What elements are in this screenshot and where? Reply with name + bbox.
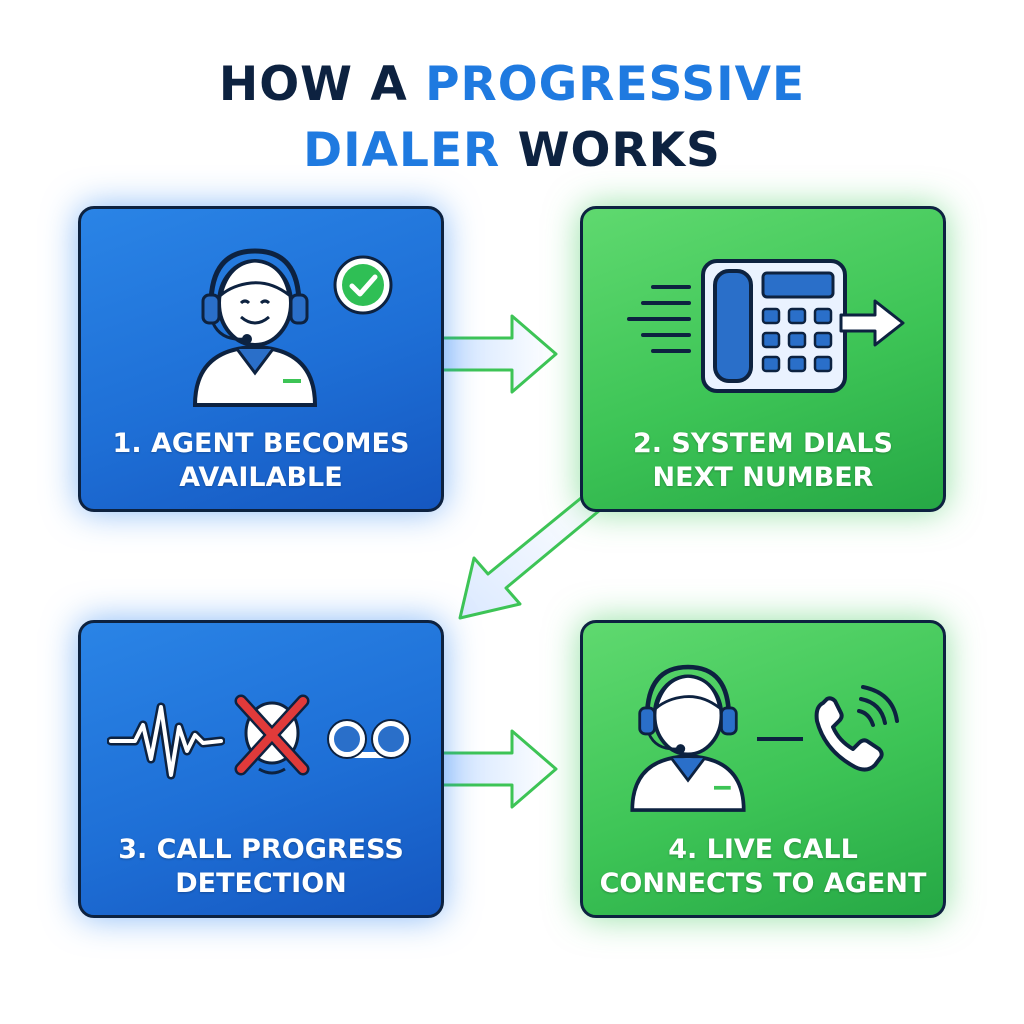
step-2-label-line-1: 2. SYSTEM DIALS	[632, 428, 894, 459]
arrow-step1-to-step2	[440, 314, 558, 394]
dial-arrow-icon	[839, 299, 905, 347]
no-answer-icon	[234, 694, 310, 776]
step-1-label-line-1: 1. AGENT BECOMES	[112, 428, 410, 459]
step-card-1: 1. AGENT BECOMES AVAILABLE	[78, 206, 444, 512]
step-card-4: 4. LIVE CALL CONNECTS TO AGENT	[580, 620, 946, 918]
step-card-2: 2. SYSTEM DIALS NEXT NUMBER	[580, 206, 946, 512]
phone-ringing-icon	[814, 685, 899, 772]
step-4-label-line-1: 4. LIVE CALL	[668, 834, 858, 865]
page-title: HOW A PROGRESSIVE DIALER WORKS	[0, 52, 1024, 184]
title-line-2: DIALER WORKS	[0, 118, 1024, 184]
connection-line-icon	[757, 737, 803, 741]
desk-phone-icon	[701, 259, 847, 393]
title-line-1: HOW A PROGRESSIVE	[0, 52, 1024, 118]
step-2-label-line-2: NEXT NUMBER	[652, 462, 874, 493]
checkmark-icon	[333, 255, 393, 315]
title-text-progressive: PROGRESSIVE	[425, 57, 806, 112]
step-2-label: 2. SYSTEM DIALS NEXT NUMBER	[583, 427, 943, 495]
arrow-step2-to-step3	[458, 492, 602, 620]
step-3-label: 3. CALL PROGRESS DETECTION	[81, 833, 441, 901]
speed-lines-icon	[627, 285, 691, 353]
title-text-works: WORKS	[500, 123, 721, 178]
step-3-label-line-1: 3. CALL PROGRESS	[118, 834, 404, 865]
step-card-3: 3. CALL PROGRESS DETECTION	[78, 620, 444, 918]
waveform-icon	[107, 702, 225, 780]
agent-icon	[192, 248, 318, 407]
step-1-label-line-2: AVAILABLE	[179, 462, 343, 493]
title-text-dialer: DIALER	[303, 123, 501, 178]
voicemail-icon	[327, 719, 411, 759]
step-4-label: 4. LIVE CALL CONNECTS TO AGENT	[583, 833, 943, 901]
agent-icon	[630, 664, 746, 812]
title-text-how-a: HOW A	[218, 57, 426, 112]
step-4-label-line-2: CONNECTS TO AGENT	[599, 868, 927, 899]
step-1-label: 1. AGENT BECOMES AVAILABLE	[81, 427, 441, 495]
step-3-label-line-2: DETECTION	[175, 868, 347, 899]
arrow-step3-to-step4	[440, 729, 558, 809]
